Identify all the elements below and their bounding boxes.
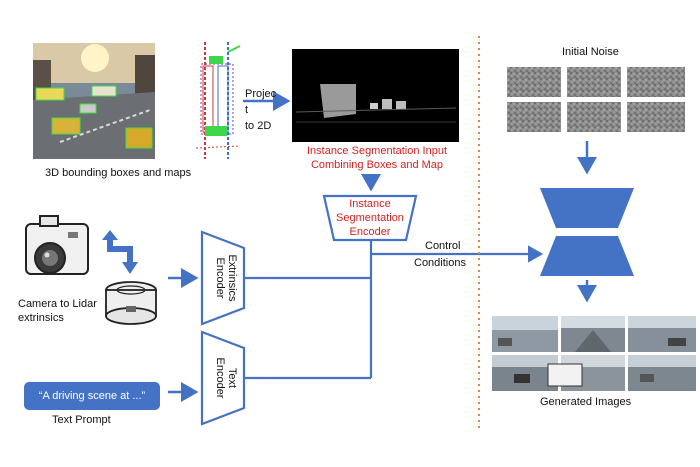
text-prompt-label: Text Prompt <box>52 414 111 426</box>
swap-arrows-icon <box>102 230 138 274</box>
project-label-2: t <box>245 104 249 116</box>
instance-input-label-2: Combining Boxes and Map <box>310 159 444 171</box>
noise-grid <box>507 67 685 132</box>
condition-connectors <box>244 240 544 380</box>
project-label-1: Projec <box>245 88 277 100</box>
street-scene-image <box>33 43 155 159</box>
encoder-label-1: Instance <box>349 198 391 210</box>
prompt-box: “A driving scene at ...” <box>24 382 160 410</box>
lidar-icon <box>105 281 157 325</box>
text-encoder-label-2: Encoder <box>214 357 226 399</box>
extrinsics-encoder-label: Extrinsics Encoder <box>206 248 238 308</box>
instance-mask-image <box>292 49 459 142</box>
encoder-label-3: Encoder <box>349 226 391 238</box>
project-label-3: to 2D <box>245 120 272 132</box>
control-label-1: Control <box>425 240 461 252</box>
camera-label-2: extrinsics <box>18 312 64 324</box>
initial-noise-label: Initial Noise <box>562 46 619 58</box>
extrinsics-encoder-block <box>200 230 246 326</box>
text-encoder-label-1: Text <box>226 367 238 389</box>
unet-block <box>540 188 634 276</box>
camera-icon <box>25 215 89 275</box>
generated-images-label: Generated Images <box>540 396 632 408</box>
camera-label-1: Camera to Lidar <box>18 298 97 310</box>
extrinsics-encoder-label-1: Extrinsics <box>226 254 238 302</box>
generated-images-grid <box>492 316 696 391</box>
encoder-label-2: Segmentation <box>336 212 404 224</box>
instance-encoder-block <box>322 194 418 242</box>
text-encoder-label: Text Encoder <box>206 348 238 408</box>
instance-input-label-1: Instance Segmentation Input <box>306 145 448 157</box>
bev-map-image <box>195 42 241 159</box>
text-encoder-block <box>200 330 246 426</box>
bbox-maps-label: 3D bounding boxes and maps <box>45 167 192 179</box>
extrinsics-encoder-label-2: Encoder <box>214 257 226 299</box>
control-label-2: Conditions <box>414 257 466 269</box>
